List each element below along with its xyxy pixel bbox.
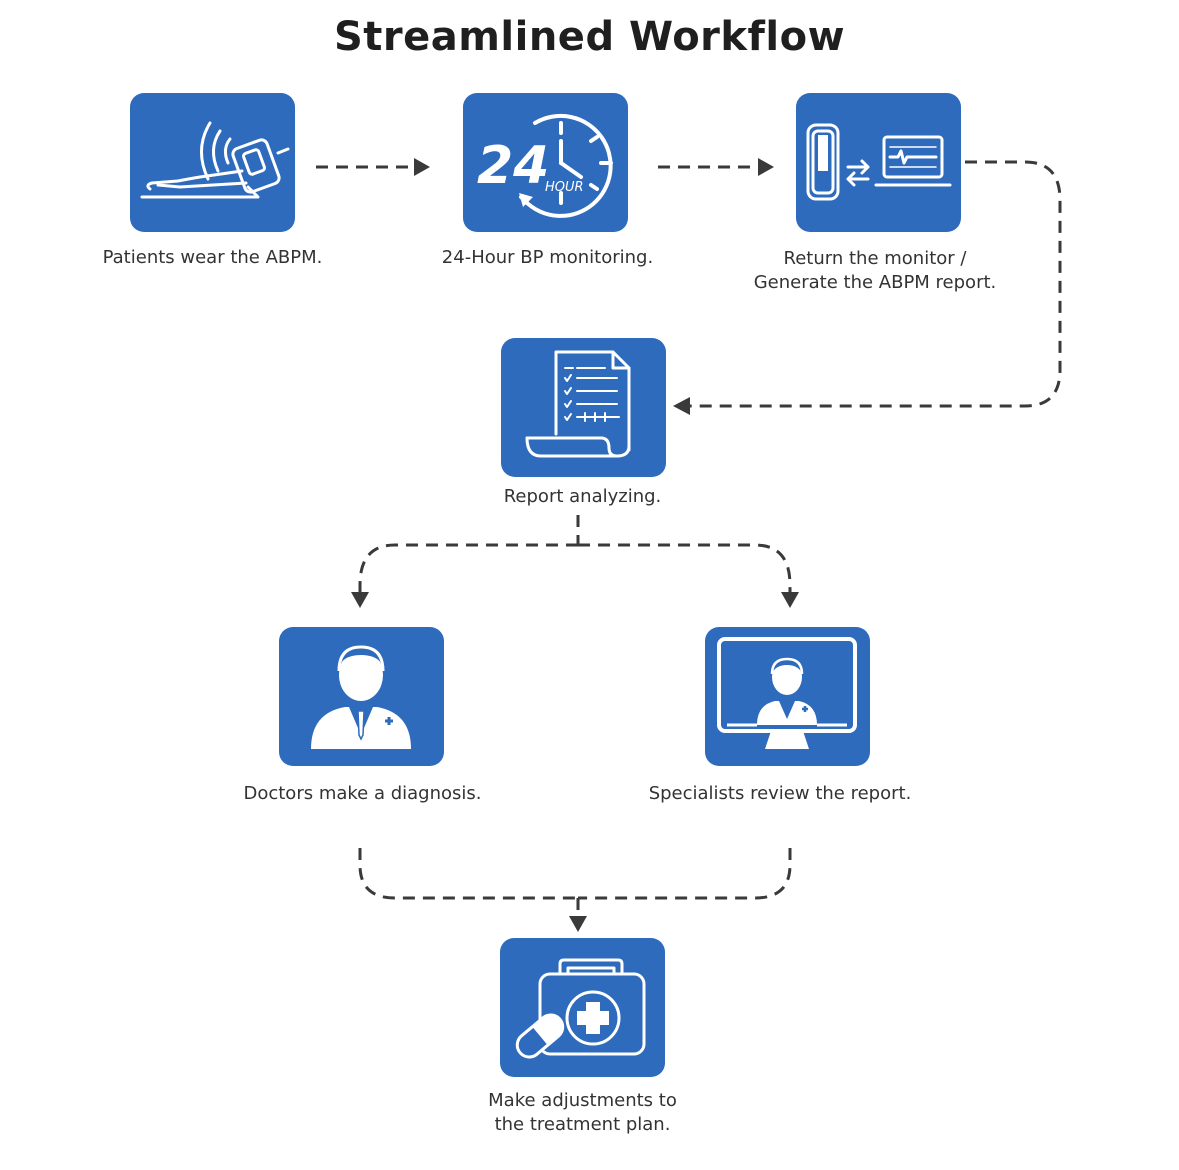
arrowhead-return bbox=[758, 158, 774, 176]
diagram-title: Streamlined Workflow bbox=[333, 14, 846, 60]
step-analyze-box bbox=[501, 338, 666, 477]
step-review-label: Specialists review the report. bbox=[648, 783, 912, 804]
connector-to-diagnose bbox=[358, 543, 578, 596]
arrowhead-monitor bbox=[414, 158, 430, 176]
step-review-box bbox=[705, 627, 870, 766]
arrowhead-analyze bbox=[673, 397, 690, 415]
connector-to-review bbox=[578, 543, 792, 596]
step-adjust-box bbox=[500, 938, 665, 1077]
step-wear-label: Patients wear the ABPM. bbox=[102, 247, 323, 268]
step-analyze-label: Report analyzing. bbox=[503, 486, 662, 507]
connector-return-to-analyze bbox=[690, 160, 1062, 408]
step-monitor-label: 24-Hour BP monitoring. bbox=[441, 247, 654, 268]
step-return-label-line-1: Return the monitor / bbox=[783, 248, 967, 269]
24-hour-clock-icon: 24 HOUR bbox=[477, 113, 613, 218]
step-diagnose-box bbox=[279, 627, 444, 766]
step-return-label: Return the monitor / Generate the ABPM r… bbox=[735, 247, 1015, 295]
monitor-to-laptop-icon bbox=[806, 123, 952, 201]
step-return-label-line-2: Generate the ABPM report. bbox=[753, 272, 997, 293]
step-return-box bbox=[796, 93, 961, 232]
arrowhead-diagnose bbox=[351, 592, 369, 608]
connector-from-diagnose bbox=[358, 848, 578, 900]
arrowhead-review bbox=[781, 592, 799, 608]
doctor-icon bbox=[311, 644, 411, 749]
arm-cuff-icon bbox=[140, 121, 290, 199]
icon-text-hour: HOUR bbox=[545, 180, 584, 195]
arrowhead-adjust bbox=[569, 916, 587, 932]
step-adjust-label-line-2: the treatment plan. bbox=[494, 1114, 671, 1135]
connector-from-review bbox=[578, 848, 792, 900]
telemedicine-screen-icon bbox=[717, 637, 857, 749]
report-document-icon bbox=[525, 350, 631, 458]
step-wear-box bbox=[130, 93, 295, 232]
step-adjust-label: Make adjustments to the treatment plan. bbox=[455, 1089, 710, 1137]
step-adjust-label-line-1: Make adjustments to bbox=[488, 1090, 677, 1111]
step-monitor-box: 24 HOUR bbox=[463, 93, 628, 232]
medical-kit-icon bbox=[515, 958, 646, 1059]
step-diagnose-label: Doctors make a diagnosis. bbox=[243, 783, 482, 804]
icon-text-24: 24 bbox=[477, 136, 549, 196]
